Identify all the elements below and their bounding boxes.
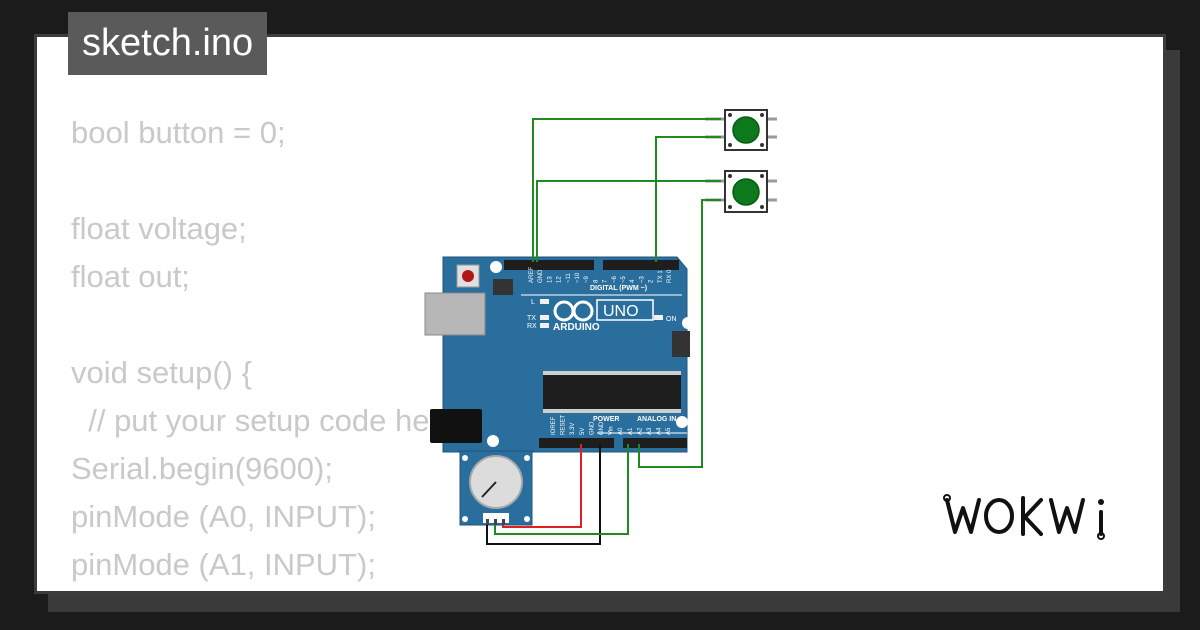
pin-label: 3.3V xyxy=(570,423,576,435)
wire-btn2-a1 xyxy=(638,199,721,468)
pin-label: Vin xyxy=(609,426,615,435)
wire-btn2-gnd xyxy=(536,180,721,262)
pin-label: ~9 xyxy=(584,275,590,283)
on-led-label: ON xyxy=(666,316,677,323)
pin-label: TX 1 xyxy=(658,270,664,283)
wokwi-logo xyxy=(943,494,1105,540)
rx-led-label: RX xyxy=(527,323,537,330)
pin-label: ~11 xyxy=(566,273,572,283)
wire-btn1-gnd xyxy=(532,118,721,262)
pin-label: GND xyxy=(599,421,605,435)
pin-label: A3 xyxy=(647,427,653,435)
pin-label: A4 xyxy=(657,427,663,435)
pin-label: RESET xyxy=(561,415,567,435)
board-brand-label: ARDUINO xyxy=(553,322,600,333)
code-line: pinMode (A1, INPUT); xyxy=(71,547,376,582)
pushbutton-1[interactable] xyxy=(705,109,777,151)
pin-label: ~10 xyxy=(575,272,581,283)
wire-pot-5v xyxy=(502,444,582,528)
pin-label: 4 xyxy=(630,279,636,283)
preview-card: bool button = 0; float voltage; float out;… xyxy=(34,34,1166,594)
pin-label: A0 xyxy=(618,427,624,435)
pin-label: AREF xyxy=(529,267,535,283)
potentiometer[interactable] xyxy=(459,450,533,526)
code-line: Serial.begin(9600); xyxy=(71,451,333,486)
board-model-label: UNO xyxy=(603,303,639,320)
pin-label: ~5 xyxy=(621,275,627,283)
code-line: float voltage; xyxy=(71,211,247,246)
pin-label: 8 xyxy=(593,279,599,283)
pin-label: 2 xyxy=(649,279,655,283)
digital-pwm-label: DIGITAL (PWM ~) xyxy=(590,285,647,292)
tx-led-label: TX xyxy=(527,315,536,322)
l-led-label: L xyxy=(531,299,535,306)
pushbutton-2[interactable] xyxy=(705,170,777,213)
wire-pot-gnd xyxy=(486,444,601,545)
pin-label: IOREF xyxy=(551,416,557,435)
code-line: pinMode (A0, INPUT); xyxy=(71,499,376,534)
pin-label: A2 xyxy=(637,427,643,435)
arduino-uno-board[interactable] xyxy=(424,256,694,453)
pin-label: 5V xyxy=(580,428,586,435)
pin-label: A1 xyxy=(628,427,634,435)
pin-label: 12 xyxy=(557,276,563,283)
analog-in-label: ANALOG IN xyxy=(637,416,676,423)
circuit-diagram: UNO ARDUINO DIGITAL (PWM ~) POWER ANALOG… xyxy=(424,109,777,545)
pin-label: GND xyxy=(589,421,595,435)
code-line: bool button = 0; xyxy=(71,115,286,150)
pin-label: ~3 xyxy=(639,275,645,283)
pin-label: A5 xyxy=(666,427,672,435)
power-label: POWER xyxy=(593,416,619,423)
pin-label: 13 xyxy=(547,276,553,283)
wire-btn1-pin2 xyxy=(655,136,721,262)
pin-label: 7 xyxy=(603,279,609,283)
wire-pot-signal xyxy=(494,444,629,535)
code-line: float out; xyxy=(71,259,190,294)
wires xyxy=(486,118,721,545)
pin-label: RX 0 xyxy=(667,269,673,283)
file-name-tab: sketch.ino xyxy=(68,12,268,75)
code-line: void setup() { xyxy=(71,355,252,390)
pin-label: ~6 xyxy=(612,275,618,283)
pin-label: GND xyxy=(538,269,544,283)
